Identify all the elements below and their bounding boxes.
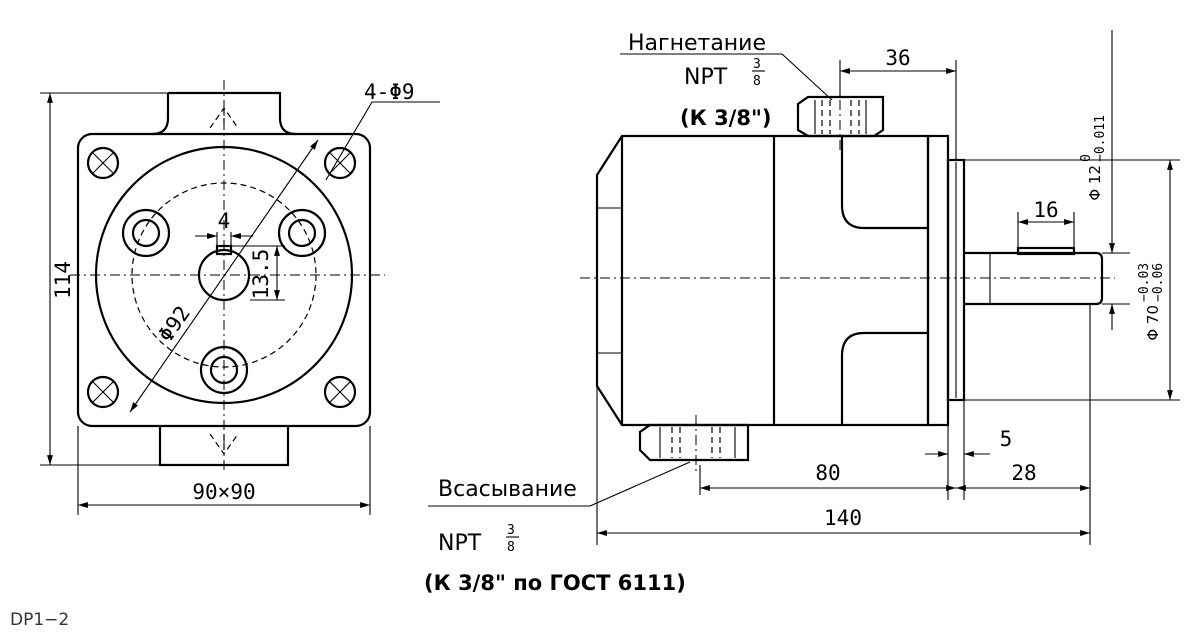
dim-base-label: 90×90 <box>192 480 255 504</box>
dim-key-width-label: 4 <box>218 209 231 233</box>
drawing-id: DP1−2 <box>10 610 69 630</box>
discharge-thread: NPT <box>684 65 728 90</box>
suction-thread: NPT <box>438 531 482 556</box>
dim-pilot-tol-up: −0.03 <box>1137 263 1152 302</box>
dim-pilot-diam-label: Φ 70 <box>1144 305 1162 341</box>
discharge-thread-frac-den: 8 <box>753 74 761 89</box>
dim-shaft-tol-up: 0 <box>1079 154 1094 162</box>
dim-shaft-28-label: 28 <box>1011 461 1036 485</box>
discharge-label: Нагнетание <box>628 31 766 56</box>
dim-port-offset-label: 36 <box>885 46 910 70</box>
dim-pilot-len-label: 5 <box>1000 427 1013 451</box>
dim-pilot-tol-low: −0.06 <box>1151 263 1166 302</box>
dim-key-len-label: 16 <box>1033 198 1058 222</box>
dim-height-label: 114 <box>51 261 75 299</box>
mounting-hole <box>323 375 357 409</box>
dim-shaft-diam-label: Φ 12 <box>1086 165 1104 201</box>
suction-thread-frac-num: 3 <box>507 523 515 538</box>
dim-total-label: 140 <box>824 506 862 530</box>
suction-note: (К 3/8" по ГОСТ 6111) <box>424 571 686 595</box>
dim-body-80-label: 80 <box>815 461 840 485</box>
discharge-thread-frac-num: 3 <box>753 57 761 72</box>
dim-pitch-label: Φ92 <box>154 302 195 347</box>
mounting-hole <box>86 375 120 409</box>
dim-shaft-tol-low: −0.011 <box>1093 115 1108 162</box>
bolt-boss <box>277 208 327 258</box>
discharge-note: (К 3/8") <box>680 106 772 130</box>
side-view: Нагнетание NPT 3 8 (К 3/8") Всасывание N… <box>424 30 1180 595</box>
dim-key-depth-label: 13.5 <box>249 249 273 300</box>
bolt-boss <box>121 208 171 258</box>
mounting-hole <box>86 146 120 180</box>
suction-thread-frac-den: 8 <box>507 540 515 555</box>
suction-label: Всасывание <box>438 477 577 502</box>
dim-holes-label: 4-Φ9 <box>364 80 415 104</box>
front-view: 114 90×90 4-Φ9 Φ92 4 13.5 <box>40 80 440 515</box>
mounting-hole <box>323 146 357 180</box>
